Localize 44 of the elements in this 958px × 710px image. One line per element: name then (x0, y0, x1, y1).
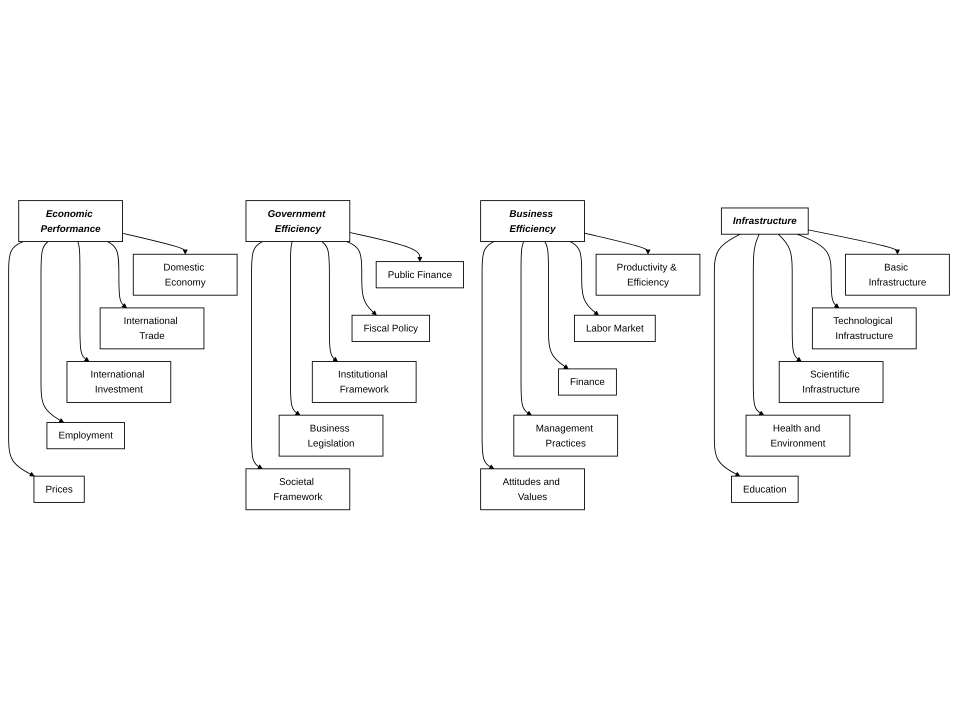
node-box: Business Legislation (278, 414, 384, 456)
node-box: Productivity & Efficiency (596, 254, 700, 296)
node-box: International Investment (66, 360, 172, 403)
arrow (122, 232, 188, 254)
node-box: Health and Environment (746, 414, 850, 456)
arrow (808, 229, 900, 254)
node-box: Public Finance (376, 260, 464, 288)
arrow (584, 232, 651, 254)
node-box: Infrastructure (720, 207, 809, 234)
node-box: Management Practices (513, 414, 618, 456)
arrow (8, 240, 35, 476)
node-box: International Trade (100, 307, 204, 350)
node-box: Economic Performance (18, 200, 123, 242)
arrow (778, 234, 802, 362)
node-box: Domestic Economy (132, 254, 238, 296)
arrow (346, 240, 377, 316)
node-box: Fiscal Policy (352, 314, 430, 342)
arrow (290, 240, 300, 416)
arrow (349, 232, 422, 262)
arrow (251, 240, 263, 469)
arrow (40, 240, 64, 423)
node-box: Labor Market (574, 314, 656, 342)
arrow (77, 240, 90, 362)
arrow (107, 240, 127, 308)
arrow (714, 234, 741, 476)
arrow (544, 240, 569, 369)
node-box: Finance (558, 368, 617, 396)
node-box: Attitudes and Values (480, 468, 585, 510)
arrow (752, 234, 764, 416)
arrow (322, 240, 338, 362)
node-box: Education (731, 476, 799, 503)
node-box: Scientific Infrastructure (778, 360, 884, 403)
node-box: Government Efficiency (246, 200, 350, 242)
arrow (570, 240, 599, 316)
node-box: Technological Infrastructure (812, 307, 917, 350)
arrow (482, 240, 494, 469)
node-box: Employment (46, 422, 125, 450)
node-box: Societal Framework (246, 468, 350, 510)
arrow (520, 240, 532, 416)
arrow (796, 234, 840, 308)
node-box: Institutional Framework (312, 360, 417, 403)
node-box: Basic Infrastructure (845, 254, 950, 296)
node-box: Prices (34, 476, 85, 503)
node-box: Business Efficiency (480, 200, 585, 242)
